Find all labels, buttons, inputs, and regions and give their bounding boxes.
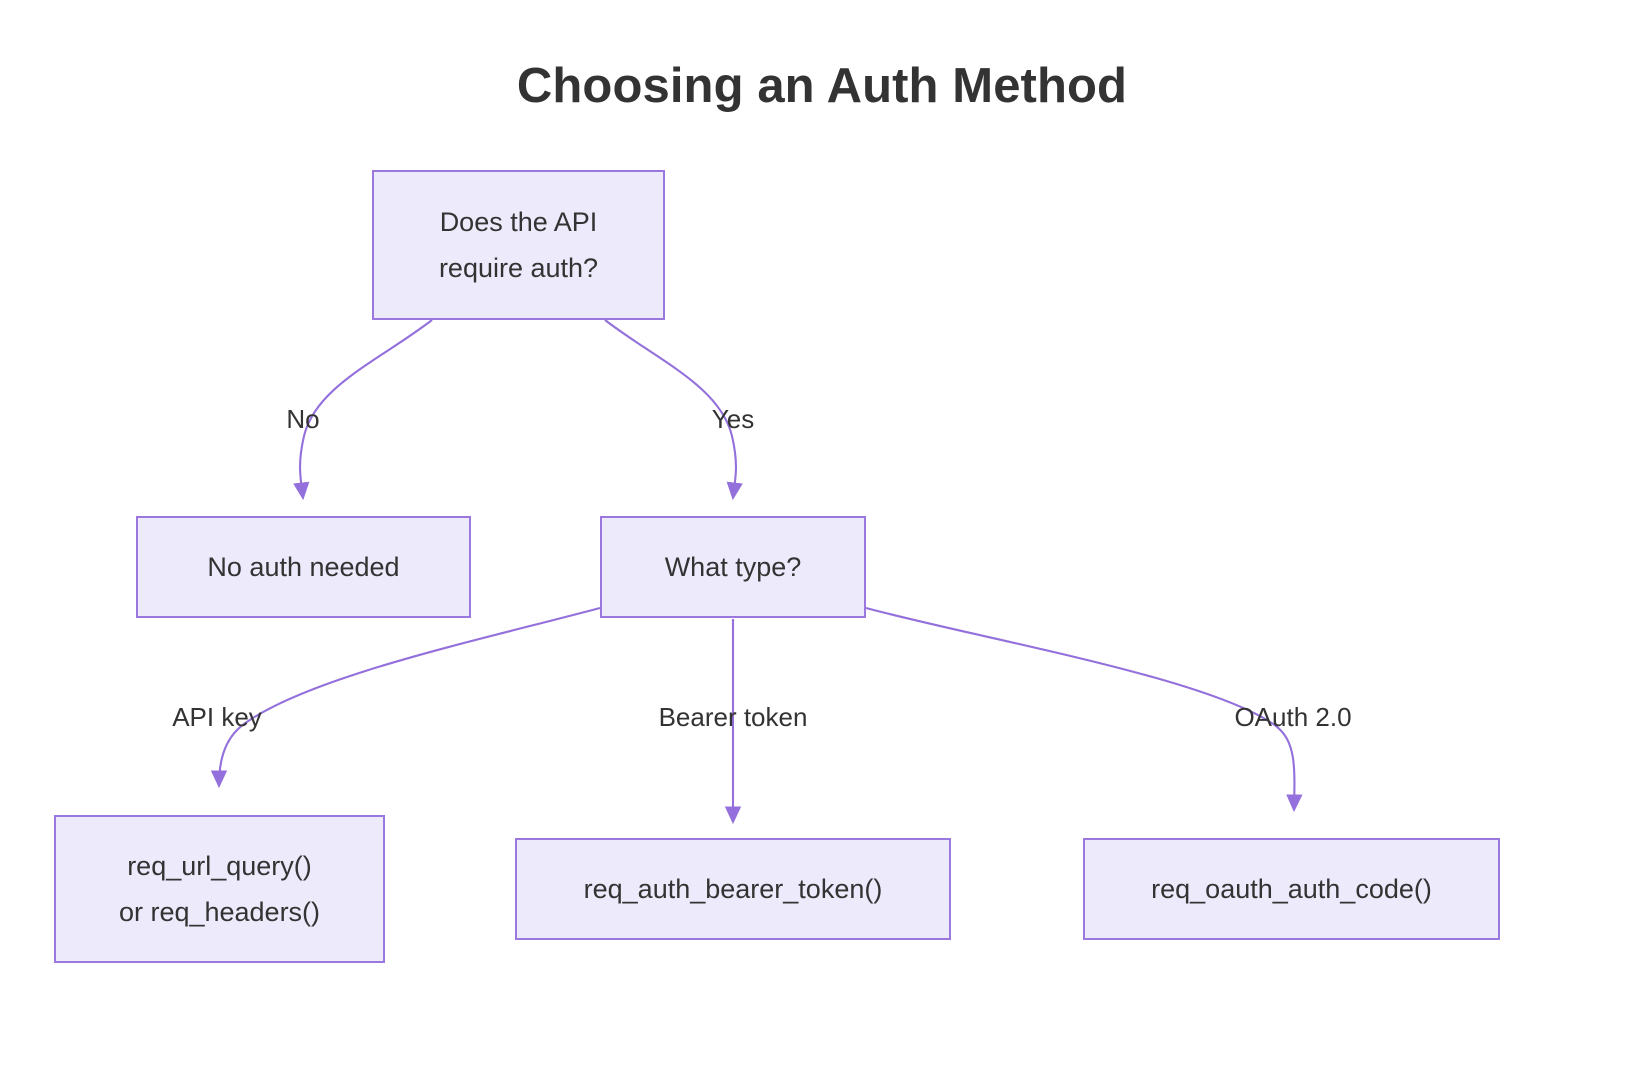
edge-type-to-apikey: [210, 606, 601, 789]
edge-type-to-oauth: [865, 606, 1303, 813]
edge-label-bearer-token: Bearer token: [658, 702, 808, 732]
node-no-auth-needed[interactable]: No auth needed: [136, 516, 471, 618]
edge-label-oauth: OAuth 2.0: [1234, 702, 1352, 732]
edge-label-no: No: [286, 404, 320, 434]
page-title: Choosing an Auth Method: [516, 59, 1128, 113]
edge-label-api-key: API key: [172, 702, 262, 732]
node-does-api-require-auth[interactable]: Does the API require auth?: [372, 170, 665, 320]
node-req-oauth-auth-code[interactable]: req_oauth_auth_code(): [1083, 838, 1500, 940]
node-req-url-query-or-req-headers[interactable]: req_url_query() or req_headers(): [54, 815, 385, 963]
edge-root-to-type: [604, 319, 743, 501]
node-what-type[interactable]: What type?: [600, 516, 866, 618]
edge-root-to-noauth: [293, 319, 433, 501]
edge-label-yes: Yes: [711, 404, 755, 434]
node-req-auth-bearer-token[interactable]: req_auth_bearer_token(): [515, 838, 951, 940]
